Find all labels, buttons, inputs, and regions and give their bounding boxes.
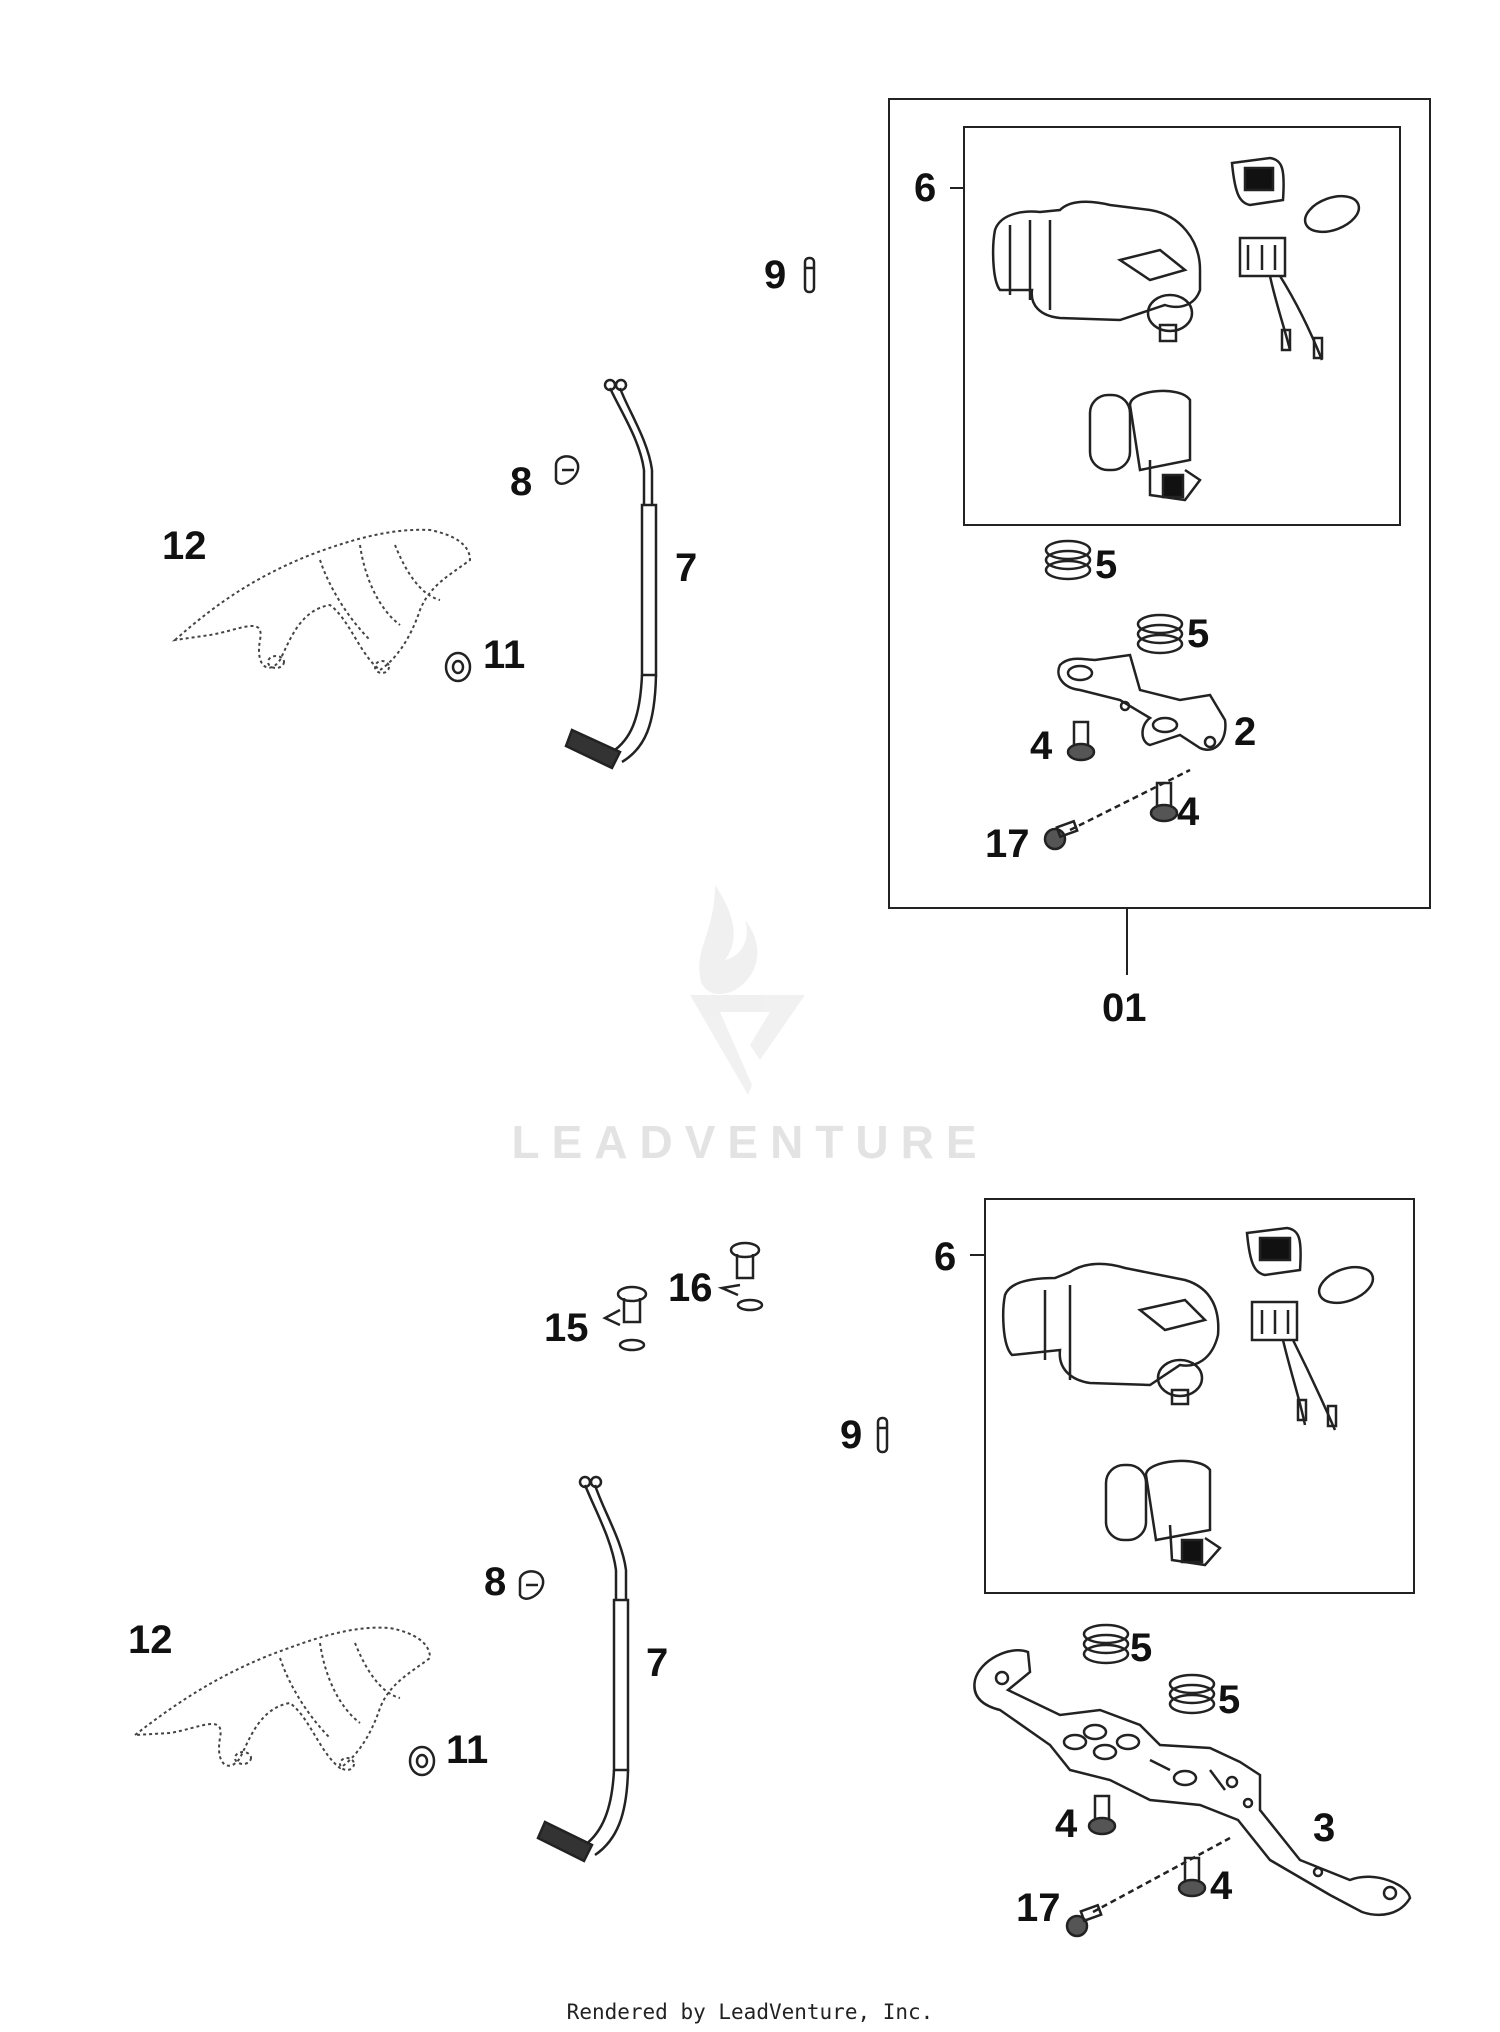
callout-4a-top: 4 (1030, 724, 1053, 768)
callout-8-bottom: 8 (484, 1560, 507, 1604)
clip-part (554, 455, 580, 485)
callout-15-bottom: 15 (544, 1306, 589, 1350)
callout-9-top: 9 (764, 253, 787, 297)
callout-8-top: 8 (510, 460, 533, 504)
clip-part (518, 1570, 545, 1600)
callout-4b-bottom: 4 (1210, 1864, 1233, 1908)
callout-17-bottom: 17 (1016, 1886, 1061, 1930)
callout-5a-bottom: 5 (1130, 1626, 1153, 1670)
kit-label-01: 01 (1102, 986, 1147, 1030)
callout-2-top: 2 (1234, 710, 1257, 754)
callout-4b-top: 4 (1177, 790, 1200, 834)
callout-12-bottom: 12 (128, 1618, 173, 1662)
connector-part (1250, 1300, 1338, 1431)
callout-5b-top: 5 (1187, 612, 1210, 656)
screw-part (1043, 720, 1191, 851)
cover-part (131, 1626, 432, 1771)
bracket-part (973, 1649, 1412, 1916)
callout-7-top: 7 (675, 546, 698, 590)
pin-part (876, 1416, 889, 1454)
callout-17-top: 17 (985, 822, 1030, 866)
callout-16-bottom: 16 (668, 1266, 713, 1310)
callout-3-bottom: 3 (1313, 1806, 1336, 1850)
callout-5a-top: 5 (1095, 543, 1118, 587)
watermark-text: LEADVENTURE (511, 1116, 989, 1168)
bracket-part (1057, 653, 1227, 751)
pin-part (803, 256, 816, 294)
top-kit-frame (888, 98, 1431, 975)
callout-6-bottom: 6 (934, 1235, 957, 1279)
switch-housing-part (1002, 1262, 1220, 1406)
watermark-logo (690, 885, 805, 1095)
grommet-part (1082, 1623, 1216, 1715)
connector-part (1238, 236, 1324, 361)
cover-part (171, 528, 472, 674)
callout-12-top: 12 (162, 524, 207, 568)
cable-part (536, 1475, 630, 1863)
key-switch-part (1088, 389, 1202, 502)
grommet-part (1044, 539, 1184, 655)
cable-part (564, 378, 658, 770)
plug-part (602, 1241, 764, 1352)
nut-part (408, 1745, 436, 1777)
callout-7-bottom: 7 (646, 1641, 669, 1685)
display-unit-part (1245, 1226, 1375, 1305)
switch-housing-part (991, 200, 1202, 343)
callout-6-top: 6 (914, 166, 937, 210)
callout-5b-bottom: 5 (1218, 1678, 1241, 1722)
callout-9-bottom: 9 (840, 1413, 863, 1457)
nut-part (444, 651, 472, 683)
footer-credit: Rendered by LeadVenture, Inc. (566, 2000, 934, 2024)
screw-part (1065, 1794, 1231, 1938)
callout-11-top: 11 (483, 633, 526, 677)
callout-4a-bottom: 4 (1055, 1802, 1078, 1846)
key-switch-part (1104, 1459, 1222, 1567)
bottom-kit-frame (970, 1198, 1415, 1594)
callout-11-bottom: 11 (446, 1728, 489, 1772)
display-unit-part (1230, 156, 1361, 234)
